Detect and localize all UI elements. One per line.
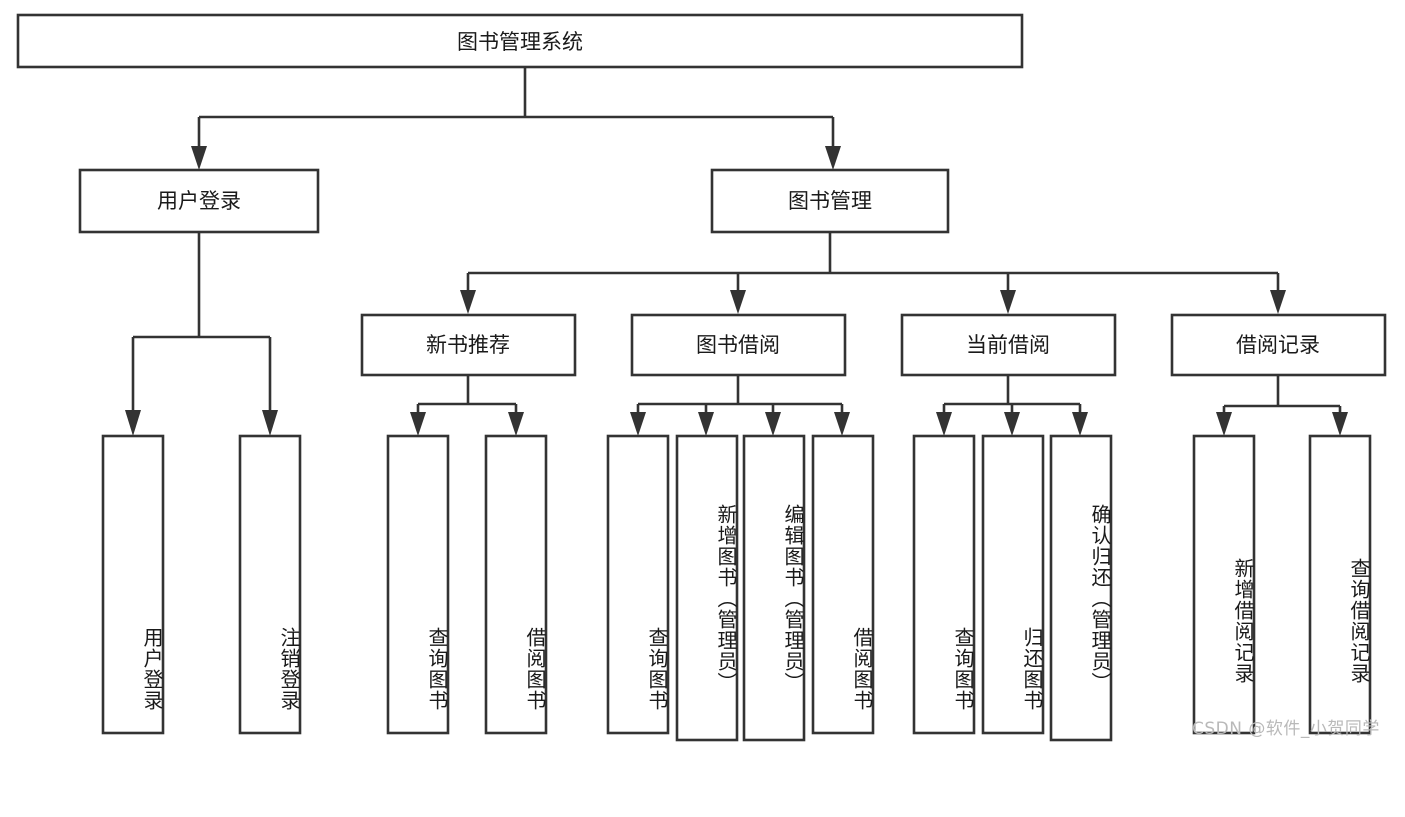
node-borrow-record[interactable] [1170, 313, 1387, 377]
node-new-book-recommend-label: 新书推荐 [426, 333, 510, 357]
node-leaf-borrow-book-2[interactable] [811, 434, 875, 735]
node-root-label: 图书管理系统 [457, 30, 583, 54]
node-current-borrow-label: 当前借阅 [966, 333, 1050, 357]
node-leaf-borrow-book-1[interactable] [484, 434, 548, 735]
connector-bookborrow-to-leaves [630, 375, 850, 436]
node-leaf-logout[interactable] [238, 434, 302, 735]
node-leaf-query-book-1[interactable] [386, 434, 450, 735]
node-book-borrow[interactable] [630, 313, 847, 377]
node-user-login-label: 用户登录 [157, 189, 241, 213]
node-book-management[interactable] [710, 168, 950, 234]
node-leaf-user-login[interactable] [101, 434, 165, 735]
node-leaf-query-book-2[interactable] [606, 434, 670, 735]
connector-borrowrecord-to-leaves [1216, 375, 1348, 436]
connector-currentborrow-to-leaves [936, 375, 1088, 436]
node-leaf-add-borrow-record[interactable] [1192, 434, 1256, 735]
diagram-canvas: 图书管理系统 用户登录 图书管理 新书推荐 图书借阅 当前借阅 借阅记录 [16, 13, 1387, 742]
node-borrow-record-label: 借阅记录 [1236, 333, 1320, 357]
connector-userlogin-to-leaves [125, 233, 278, 436]
node-leaf-confirm-return[interactable] [1049, 434, 1113, 742]
node-book-borrow-label: 图书借阅 [696, 333, 780, 357]
node-current-borrow[interactable] [900, 313, 1117, 377]
flowchart-svg: 图书管理系统 用户登录 图书管理 新书推荐 图书借阅 当前借阅 借阅记录 [16, 13, 1387, 742]
connector-newbook-to-leaves [410, 375, 524, 436]
connector-bookmgmt-to-level3 [460, 233, 1286, 314]
connector-root-to-level2 [191, 67, 841, 170]
node-leaf-add-book[interactable] [675, 434, 739, 742]
node-book-management-label: 图书管理 [788, 189, 872, 213]
node-leaf-query-book-3[interactable] [912, 434, 976, 735]
node-leaf-edit-book[interactable] [742, 434, 806, 742]
node-root[interactable] [16, 13, 1024, 69]
node-leaf-return-book[interactable] [981, 434, 1045, 735]
watermark-text: CSDN @软件_小贺同学 [1192, 719, 1380, 739]
node-leaf-query-borrow-record[interactable] [1308, 434, 1372, 735]
node-user-login[interactable] [78, 168, 320, 234]
node-new-book-recommend[interactable] [360, 313, 577, 377]
